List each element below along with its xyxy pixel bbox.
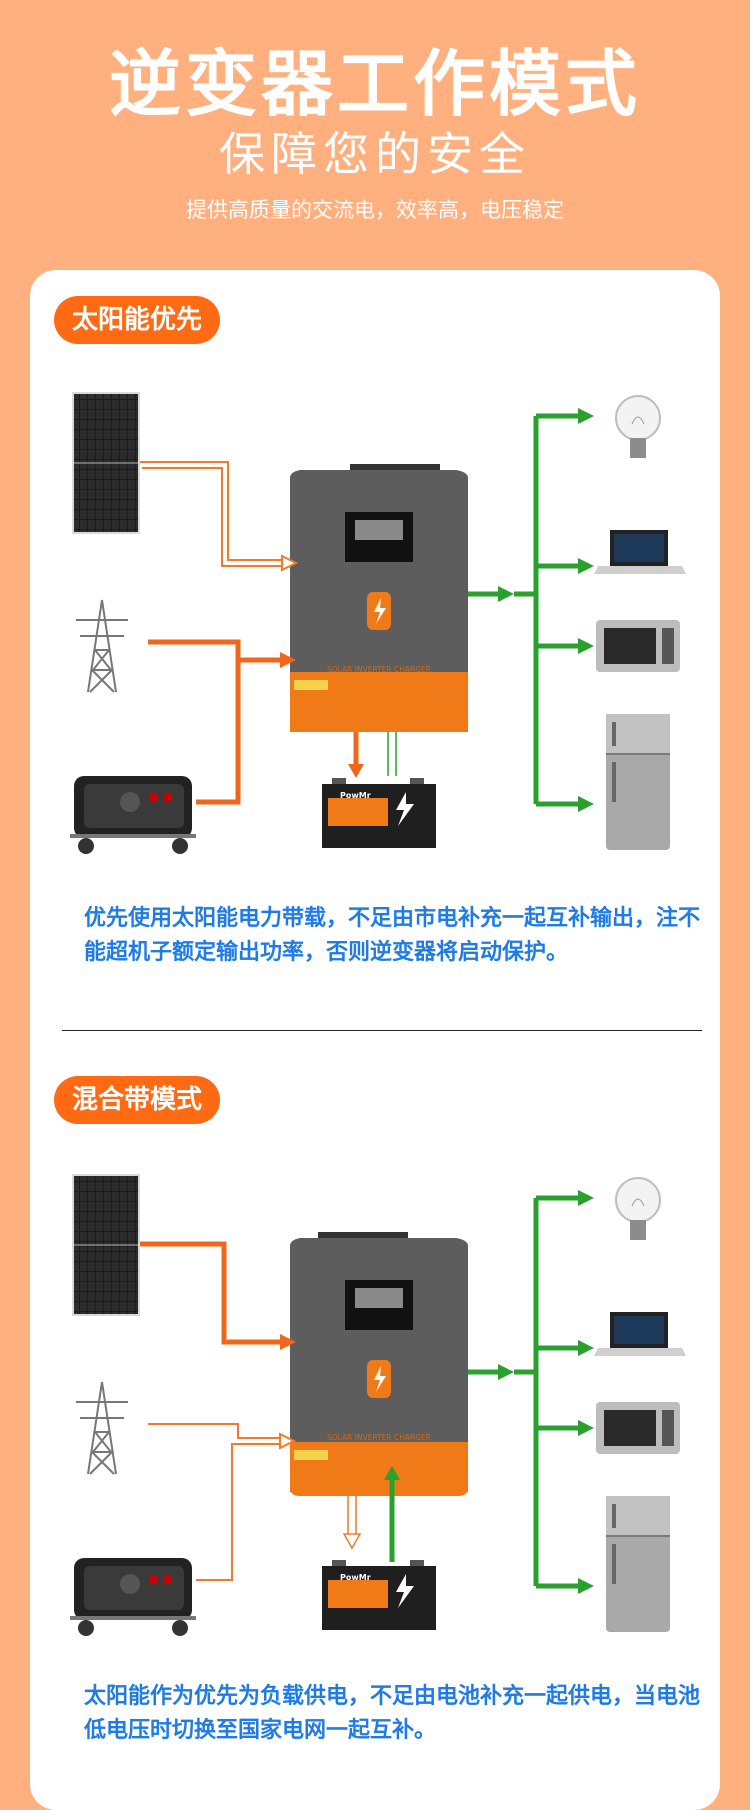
laptop-icon: [594, 1312, 686, 1356]
section-description-solar-priority: 优先使用太阳能电力带载，不足由市电补充一起互补输出，注不能超机子额定输出功率，否…: [84, 906, 701, 965]
microwave-icon: [596, 620, 680, 672]
page-title: 逆变器工作模式: [108, 42, 641, 126]
section-divider: [62, 1030, 702, 1031]
power-pylon-icon: [76, 599, 128, 693]
microwave-icon: [596, 1402, 680, 1454]
page-subtitle: 保障您的安全: [219, 127, 531, 181]
section-tag-hybrid-mode: 混合带模式: [54, 1076, 221, 1124]
laptop-icon: [594, 530, 686, 574]
refrigerator-icon: [606, 714, 670, 850]
light-bulb-icon: [615, 395, 661, 458]
solar-panel-icon: [72, 1174, 140, 1316]
diagram-hybrid-mode: SOLAR INVERTER CHARGER PowMr: [70, 1174, 686, 1636]
battery-icon: [322, 778, 436, 848]
battery-brand-label: PowMr: [340, 1573, 371, 1582]
inverter-label: SOLAR INVERTER CHARGER: [327, 1433, 431, 1442]
battery-icon: [322, 1560, 436, 1630]
power-pylon-icon: [76, 1381, 128, 1475]
refrigerator-icon: [606, 1496, 670, 1632]
generator-icon: [70, 776, 196, 854]
section-tag-solar-priority: 太阳能优先: [54, 296, 221, 344]
inverter-icon: [290, 1232, 468, 1496]
solar-panel-icon: [72, 392, 140, 534]
inverter-label: SOLAR INVERTER CHARGER: [327, 665, 431, 674]
light-bulb-icon: [615, 1177, 661, 1240]
generator-icon: [70, 1558, 196, 1636]
section-description-hybrid-mode: 太阳能作为优先为负载供电，不足由电池补充一起供电，当电池低电压时切换至国家电网一…: [84, 1684, 701, 1743]
diagram-solar-priority: SOLAR INVERTER CHARGER PowMr: [70, 392, 686, 854]
inverter-icon: [290, 464, 468, 732]
page-tagline: 提供高质量的交流电，效率高，电压稳定: [186, 198, 564, 222]
battery-brand-label: PowMr: [340, 791, 371, 800]
